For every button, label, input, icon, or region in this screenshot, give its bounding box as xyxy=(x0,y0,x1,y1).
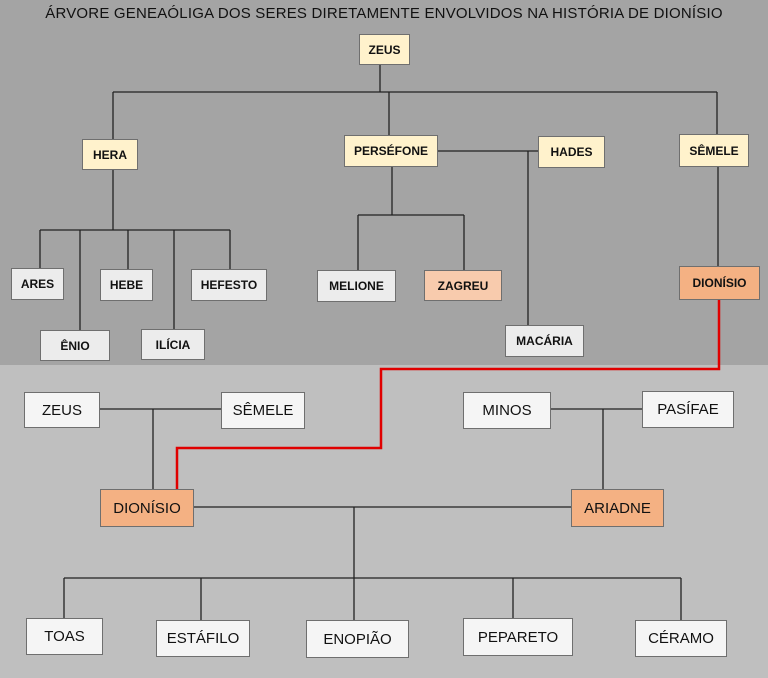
node-ariadne: ARIADNE xyxy=(571,489,664,527)
node-macaria: MACÁRIA xyxy=(505,325,584,357)
node-enio: ÊNIO xyxy=(40,330,110,361)
node-toas: TOAS xyxy=(26,618,103,655)
node-melione: MELIONE xyxy=(317,270,396,302)
node-pepareto: PEPARETO xyxy=(463,618,573,656)
node-zeus-bottom: ZEUS xyxy=(24,392,100,428)
node-semele-bottom: SÊMELE xyxy=(221,392,305,429)
node-persefone: PERSÉFONE xyxy=(344,135,438,167)
node-zagreu: ZAGREU xyxy=(424,270,502,301)
node-zeus-top: ZEUS xyxy=(359,34,410,65)
node-hebe: HEBE xyxy=(100,269,153,301)
node-minos: MINOS xyxy=(463,392,551,429)
diagram-title: ÁRVORE GENEAÓLIGA DOS SERES DIRETAMENTE … xyxy=(45,5,723,22)
node-hefesto: HEFESTO xyxy=(191,269,267,301)
node-hera: HERA xyxy=(82,139,138,170)
node-estafilo: ESTÁFILO xyxy=(156,620,250,657)
node-dionisio-bottom: DIONÍSIO xyxy=(100,489,194,527)
node-dionisio-top: DIONÍSIO xyxy=(679,266,760,300)
node-ceramo: CÉRAMO xyxy=(635,620,727,657)
node-enopiao: ENOPIÃO xyxy=(306,620,409,658)
node-ares: ARES xyxy=(11,268,64,300)
node-ilicia: ILÍCIA xyxy=(141,329,205,360)
node-semele-top: SÊMELE xyxy=(679,134,749,167)
node-pasifae: PASÍFAE xyxy=(642,391,734,428)
node-hades: HADES xyxy=(538,136,605,168)
